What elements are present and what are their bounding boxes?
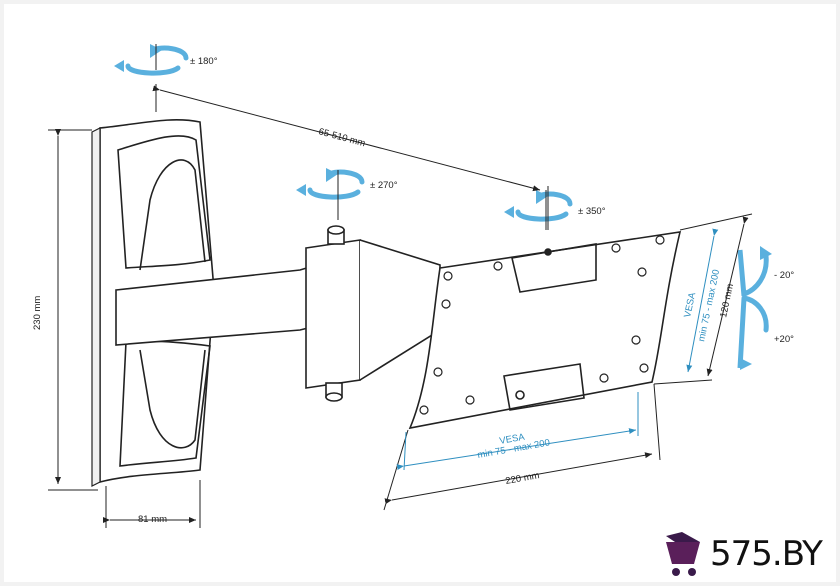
height-label: 230 mm — [32, 296, 43, 330]
plate-height-label: 120 mm — [718, 283, 736, 319]
rotation-350-label: ± 350° — [578, 206, 606, 217]
width-label: 220 mm — [505, 470, 541, 487]
rotation-270-label: ± 270° — [370, 180, 398, 191]
watermark-logo: 575.BY — [660, 528, 836, 582]
vesa-side-title: VESA — [682, 291, 698, 319]
tilt-down-label: - 20° — [774, 270, 794, 281]
watermark-text: 575.BY — [710, 534, 823, 574]
vesa-bottom-title: VESA — [499, 432, 527, 447]
arm-reach-label: 65-510 mm — [317, 126, 366, 149]
depth-label: 81 mm — [138, 514, 167, 525]
swing-arm — [115, 225, 441, 402]
vesa-dimension-lines — [396, 228, 719, 471]
tilt-up-label: +20° — [774, 334, 794, 345]
vesa-plate — [408, 231, 682, 430]
rotation-180-label: ± 180° — [190, 56, 218, 67]
wall-plate-side — [91, 127, 101, 487]
cart-icon — [666, 532, 700, 576]
